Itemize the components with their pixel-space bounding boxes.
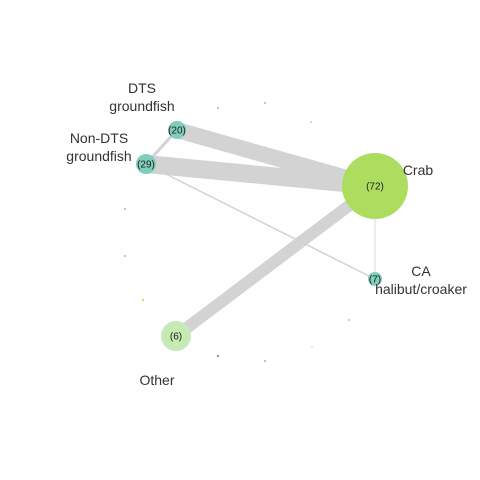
node-count-crab: (72) bbox=[366, 182, 384, 193]
node-count-other: (6) bbox=[170, 332, 182, 343]
edge-nondts-crab bbox=[145, 155, 376, 195]
node-nondts bbox=[136, 154, 156, 174]
node-halibut bbox=[368, 272, 382, 286]
decorative-dot bbox=[264, 360, 266, 362]
node-label-halibut: CA halibut/croaker bbox=[375, 263, 467, 297]
node-label-line: groundfish bbox=[109, 98, 174, 114]
node-layer: (20) (29) (72) (7) (6) bbox=[136, 121, 408, 351]
decorative-dot bbox=[217, 355, 219, 357]
node-label-line: Other bbox=[139, 372, 174, 388]
node-label-line: Non-DTS bbox=[70, 130, 128, 146]
node-count-dts: (20) bbox=[168, 126, 186, 137]
edge-crab-other bbox=[172, 181, 379, 341]
decorative-dot bbox=[124, 208, 126, 210]
node-label-line: groundfish bbox=[66, 148, 131, 164]
decorative-dot bbox=[310, 121, 312, 123]
decorative-dot bbox=[348, 319, 350, 321]
node-count-halibut: (7) bbox=[369, 275, 381, 286]
node-crab bbox=[342, 153, 408, 219]
decorative-dot bbox=[264, 102, 266, 104]
node-label-line: DTS bbox=[128, 80, 156, 96]
decorative-dot bbox=[142, 299, 144, 301]
node-label-nondts: Non-DTS groundfish bbox=[66, 130, 131, 164]
node-label-other: Other bbox=[139, 372, 174, 388]
decorative-dot bbox=[124, 255, 126, 257]
node-dts bbox=[168, 121, 186, 139]
node-label-line: Crab bbox=[403, 162, 434, 178]
edge-nondts-halibut bbox=[145, 163, 376, 280]
node-count-nondts: (29) bbox=[137, 160, 155, 171]
decorative-dots bbox=[124, 102, 386, 362]
node-label-line: CA bbox=[411, 263, 431, 279]
node-label-line: halibut/croaker bbox=[375, 281, 467, 297]
node-label-dts: DTS groundfish bbox=[109, 80, 174, 114]
decorative-dot bbox=[217, 107, 219, 109]
edge-layer bbox=[144, 122, 379, 341]
decorative-dot bbox=[311, 346, 313, 348]
node-other bbox=[161, 321, 191, 351]
node-label-crab: Crab bbox=[403, 162, 434, 178]
